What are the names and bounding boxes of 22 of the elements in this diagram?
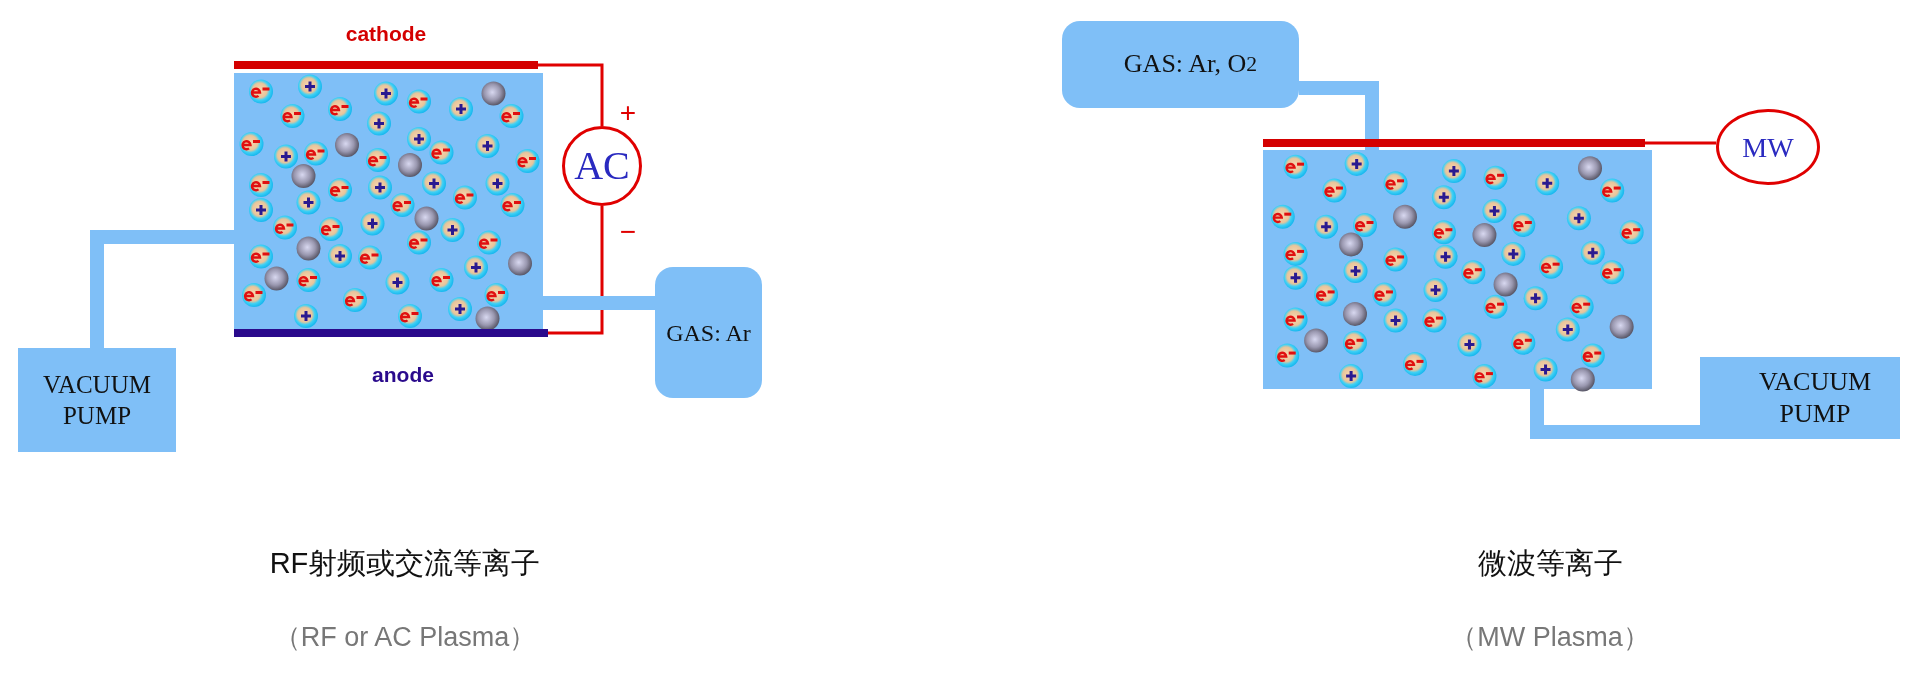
pump-box: VACUUM PUMP: [18, 348, 176, 452]
gas-tank: GAS: Ar: [655, 267, 762, 398]
electrode-label: anode: [372, 363, 434, 387]
caption: （RF or AC Plasma）: [273, 621, 537, 654]
polarity-sign: −: [619, 216, 637, 248]
caption: RF射频或交流等离子: [269, 546, 541, 581]
pipe: [543, 296, 655, 310]
caption: （MW Plasma）: [1450, 621, 1650, 654]
pipe: [1299, 81, 1379, 150]
caption: 微波等离子: [1477, 546, 1623, 581]
wire: [548, 206, 604, 335]
electrode-label: cathode: [345, 22, 427, 46]
power-source-circle: AC: [562, 126, 642, 206]
polarity-sign: +: [619, 97, 637, 129]
pump-box: VACUUM PUMP: [1700, 357, 1900, 439]
wire: [1645, 141, 1716, 145]
power-source-ellipse: MW: [1716, 109, 1820, 185]
wire: [538, 63, 604, 126]
plasma-chamber: [234, 73, 543, 329]
pipe: [1530, 389, 1700, 439]
pipe: [90, 230, 234, 348]
plasma-chamber: [1263, 150, 1652, 389]
